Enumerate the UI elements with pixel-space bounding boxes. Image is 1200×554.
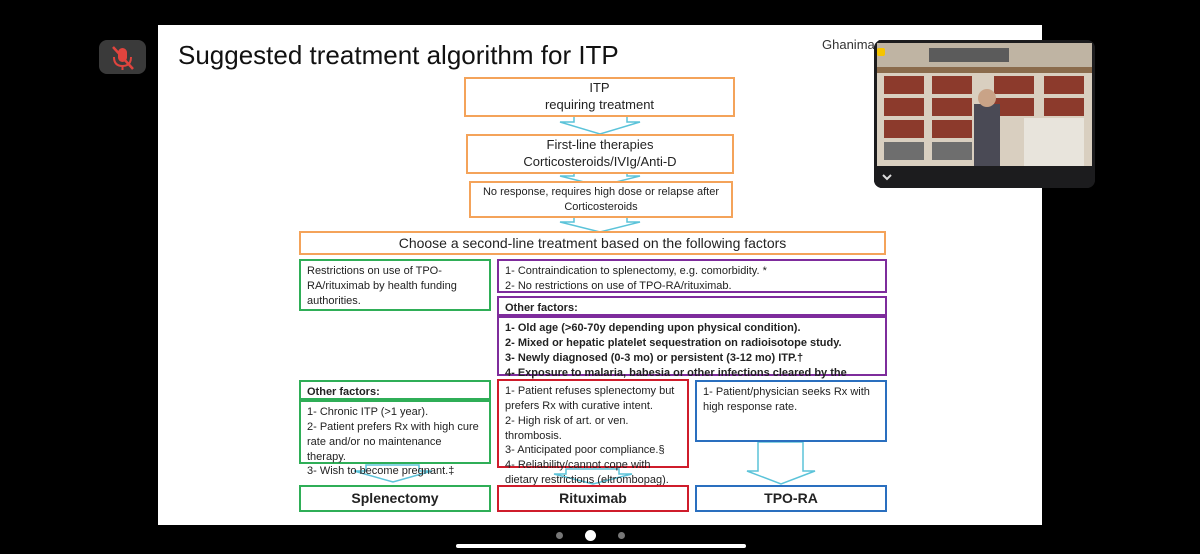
page-dot[interactable]	[556, 532, 563, 539]
arrow-down	[559, 115, 641, 135]
no-response-box: No response, requires high dose or relap…	[469, 181, 733, 218]
tpo-ra-box: TPO-RA	[695, 485, 887, 512]
rituximab-factor-item: 4- Reliability/cannot cope with dietary …	[505, 459, 669, 487]
splenectomy-label: Splenectomy	[351, 490, 439, 507]
presenter-name: Ghanima V	[822, 37, 888, 52]
arrow-down	[353, 464, 433, 483]
left-factor-item: 3- Wish to become pregnant.‡	[307, 465, 455, 478]
tpo-factors-box: 1- Patient/physician seeks Rx with high …	[695, 380, 887, 442]
page-indicator	[545, 526, 636, 544]
first-line-box: First-line therapies Corticosteroids/IVI…	[466, 134, 734, 174]
left-factors-header: Other factors:	[299, 380, 491, 400]
home-indicator	[456, 544, 746, 548]
rituximab-factor-item: 3- Anticipated poor compliance.§	[505, 444, 665, 457]
contraindication-box: 1- Contraindication to splenectomy, e.g.…	[497, 259, 887, 293]
choose-second-line-box: Choose a second-line treatment based on …	[299, 231, 886, 255]
rituximab-box: Rituximab	[497, 485, 689, 512]
participant-video[interactable]	[874, 40, 1095, 188]
tpo-factor-item: 1- Patient/physician seeks Rx with high …	[703, 386, 870, 413]
other-factor-item: 3- Newly diagnosed (0-3 mo) or persisten…	[505, 351, 804, 364]
restrictions-text: Restrictions on use of TPO-RA/rituximab …	[307, 265, 457, 307]
contraindication-item: 1- Contraindication to splenectomy, e.g.…	[505, 265, 767, 277]
page-dot[interactable]	[618, 532, 625, 539]
no-response-line-1: No response, requires high dose or relap…	[482, 185, 720, 198]
itp-line-2: requiring treatment	[544, 97, 655, 112]
choose-second-line-text: Choose a second-line treatment based on …	[398, 234, 787, 251]
arrow-down	[553, 468, 633, 485]
mute-button[interactable]	[99, 40, 146, 74]
other-factor-item: 1- Old age (>60-70y depending upon physi…	[505, 322, 801, 334]
video-collapse-icon[interactable]	[881, 170, 893, 188]
left-factor-item: 2- Patient prefers Rx with high cure rat…	[307, 420, 479, 463]
rituximab-label: Rituximab	[559, 490, 627, 507]
rituximab-factors-box: 1- Patient refuses splenectomy but prefe…	[497, 379, 689, 486]
other-factors-list: 1- Old age (>60-70y depending upon physi…	[497, 316, 887, 393]
first-line-therapies: Corticosteroids/IVIg/Anti-D	[523, 154, 677, 169]
rituximab-factor-item: 1- Patient refuses splenectomy but prefe…	[505, 385, 675, 412]
left-factors-label: Other factors:	[307, 386, 380, 398]
restrictions-box: Restrictions on use of TPO-RA/rituximab …	[299, 259, 491, 311]
no-response-line-2: Corticosteroids	[564, 200, 638, 213]
page-dot-active[interactable]	[585, 530, 596, 541]
muted-microphone-icon	[112, 46, 134, 70]
left-factors-list: 1- Chronic ITP (>1 year). 2- Patient pre…	[299, 400, 491, 477]
other-factor-item: 2- Mixed or hepatic platelet sequestrati…	[505, 336, 842, 349]
participant-video-feed	[874, 40, 1095, 188]
itp-line-1: ITP	[589, 80, 610, 96]
splenectomy-box: Splenectomy	[299, 485, 491, 512]
contraindication-item: 2- No restrictions on use of TPO-RA/ritu…	[505, 279, 732, 292]
other-factors-label: Other factors:	[505, 302, 578, 314]
arrow-down	[746, 441, 816, 485]
other-factors-header: Other factors:	[497, 296, 887, 316]
rituximab-factor-item: 2- High risk of art. or ven. thrombosis.	[505, 414, 629, 442]
slide-title: Suggested treatment algorithm for ITP	[178, 40, 619, 70]
first-line-title: First-line therapies	[546, 137, 654, 153]
itp-box: ITP requiring treatment	[464, 77, 735, 117]
arrow-down	[559, 216, 641, 233]
left-factor-item: 1- Chronic ITP (>1 year).	[307, 406, 429, 418]
tpo-ra-label: TPO-RA	[764, 490, 818, 507]
